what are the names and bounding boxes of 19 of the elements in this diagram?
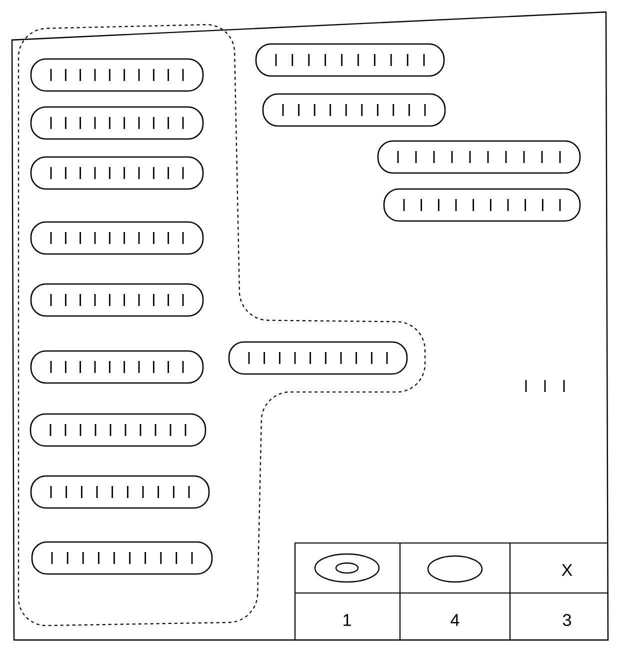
tally-oval	[30, 475, 210, 509]
tally-oval	[377, 140, 581, 174]
tally-oval	[262, 93, 446, 127]
tally-oval	[30, 283, 204, 317]
tally-oval	[30, 106, 204, 140]
dashed-region	[18, 24, 426, 626]
tally-oval	[30, 156, 204, 190]
tally-oval	[383, 188, 581, 222]
table-cell-text: X	[562, 564, 572, 576]
tally-oval	[31, 541, 213, 575]
tally-oval	[30, 58, 204, 92]
table-cell-text: 1	[344, 614, 351, 626]
tally-oval	[30, 413, 206, 447]
tally-oval	[30, 350, 204, 384]
table-cell-text: 3	[562, 614, 571, 626]
tally-oval	[228, 341, 408, 375]
table-cell-text: 4	[450, 614, 460, 626]
tally-oval	[255, 43, 445, 77]
tally-oval	[30, 221, 204, 255]
